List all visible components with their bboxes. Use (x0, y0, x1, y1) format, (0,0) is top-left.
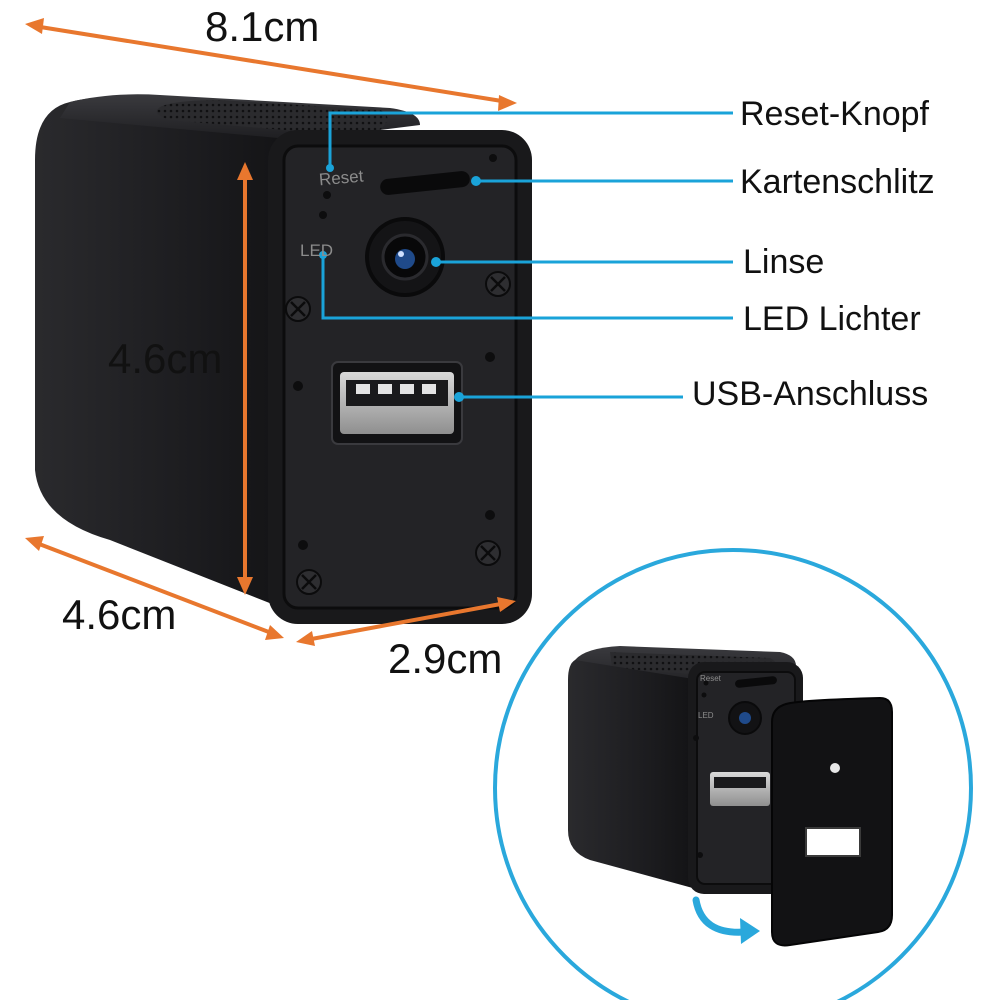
cover-plate (771, 696, 893, 947)
screw (296, 569, 322, 595)
device-side (35, 96, 300, 616)
width-dimension-label: 4.6cm (62, 591, 177, 638)
rotate-arrow-icon (692, 896, 749, 936)
inset-panel-led-text: LED (698, 711, 714, 720)
dimension-arrows (25, 18, 517, 646)
card-slot-label: Kartenschlitz (740, 163, 935, 201)
screw (485, 271, 511, 297)
inset-panel-reset-text: Reset (700, 674, 722, 683)
screw (475, 540, 501, 566)
reset-button-label: Reset-Knopf (740, 95, 929, 133)
panel-led-text: LED (300, 241, 333, 260)
panel-reset-text: Reset (318, 166, 364, 189)
card-slot (380, 171, 470, 195)
lens (365, 217, 445, 297)
callout-lines (321, 111, 733, 399)
led-lights-label: LED Lichter (743, 300, 921, 338)
height-dimension-label: 4.6cm (108, 335, 223, 382)
camera-device (35, 94, 532, 624)
depth-dimension-label: 2.9cm (388, 635, 503, 682)
usb-port-label: USB-Anschluss (692, 375, 929, 413)
length-dimension-label: 8.1cm (205, 3, 320, 50)
screw (285, 296, 311, 322)
usb-port (331, 361, 463, 445)
lens-label: Linse (743, 243, 825, 281)
inset-detail (493, 548, 973, 1000)
